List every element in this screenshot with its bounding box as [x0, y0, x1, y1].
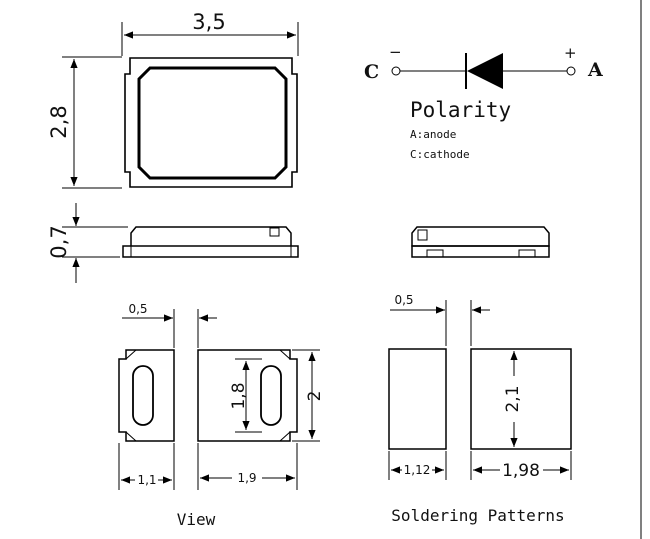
side-body-upper	[130, 226, 292, 246]
side-pads-base	[411, 245, 550, 258]
package-outline	[124, 57, 298, 188]
bottom-view: 0,5 1,8 2 1,1 1,9 View	[118, 302, 325, 529]
side-pads-upper	[411, 226, 550, 247]
side-pad-notch-top	[417, 229, 428, 241]
cathode-note: C:cathode	[410, 148, 470, 161]
package-lens	[137, 66, 288, 180]
top-view: 3,5 2,8	[47, 10, 299, 189]
cathode-letter: C	[364, 61, 379, 83]
diode-triangle	[467, 53, 503, 89]
side-body-base	[122, 245, 299, 258]
solder-pad-right	[470, 348, 572, 450]
anode-sign: +	[564, 44, 577, 62]
width-dim-label: 3,5	[192, 10, 225, 34]
side-mark	[269, 227, 280, 237]
cathode-sign: −	[389, 43, 402, 61]
solder-gap-dim-label: 0,5	[394, 293, 413, 307]
bottom-view-caption: View	[177, 510, 216, 529]
bottom-slot-right	[260, 365, 282, 426]
anode-terminal	[566, 66, 576, 76]
bottom-slot-left	[132, 365, 154, 426]
body-height-dim-label: 2	[305, 391, 325, 402]
height-dim-label: 2,8	[47, 105, 71, 138]
bottom-pad-right	[197, 349, 298, 442]
polarity-title: Polarity	[410, 98, 511, 122]
solder-left-dim-label: 1,12	[404, 463, 431, 477]
pad-width-dim-label: 1,1	[137, 473, 156, 487]
polarity-symbol: C − + A Polarity A:anode C:cathode	[364, 43, 603, 161]
solder-right-dim-label: 1,98	[502, 461, 540, 481]
bottom-pad-left	[118, 349, 175, 442]
bottom-pad-right-bevel	[279, 349, 291, 442]
gap-dim-label: 0,5	[128, 302, 147, 316]
bottom-pad-left-bevel	[125, 349, 137, 442]
cathode-terminal	[391, 66, 401, 76]
thickness-dim-label: 0,7	[47, 225, 71, 258]
side-view-pads	[411, 226, 550, 258]
soldering-patterns: 0,5 2,1 1,12 1,98 Soldering Patterns	[388, 293, 572, 525]
soldering-caption: Soldering Patterns	[391, 506, 564, 525]
anode-letter: A	[587, 59, 603, 81]
side-view: 0,7	[47, 203, 299, 283]
solder-pad-left	[388, 348, 447, 450]
anode-note: A:anode	[410, 128, 456, 141]
side-pad-left	[426, 249, 444, 258]
pad-height-dim-label: 1,8	[229, 382, 249, 409]
side-pad-right	[518, 249, 536, 258]
solder-height-dim-label: 2,1	[503, 385, 523, 412]
pad-span-dim-label: 1,9	[237, 471, 256, 485]
